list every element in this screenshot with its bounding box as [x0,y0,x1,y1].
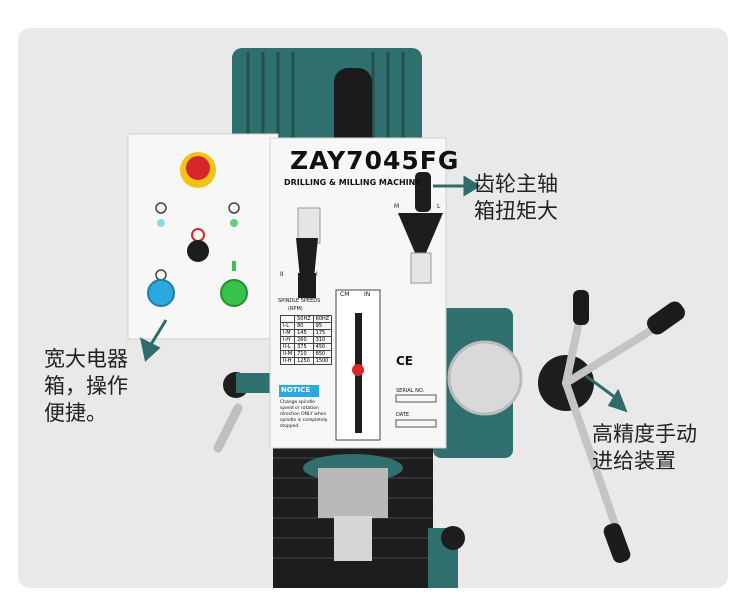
spindle-chuck [318,468,388,518]
drill-mill-machine-illustration [127,48,685,588]
feed-handwheel-dial [447,340,523,416]
speed-table-unit: (RPM) [288,306,303,312]
callout-arrows [139,175,628,413]
serial-label: SERIAL NO. [396,388,425,394]
indicator-light-blue [157,219,165,227]
feed-callout: 高精度手动 进给装置 [592,422,697,473]
rotary-switch [187,240,209,262]
indicator-light-green [230,219,238,227]
ce-mark: CE [396,354,414,368]
notice-title: NOTICE [281,386,311,394]
gearbox-callout: 齿轮主轴 箱扭矩大 [474,172,558,223]
spindle-tip [334,516,372,561]
blue-start-button [147,279,175,307]
scale-cm-label: CM [340,291,350,298]
table-row: 50HZ 60HZ [279,315,333,323]
lever-mark-l: L [437,203,441,210]
notice-text: Change spindle speed or rotation directi… [280,400,328,429]
lever-mark-ii: II [280,271,284,278]
left-gear-lever [296,238,318,278]
lever-mark-m: M [394,203,400,210]
lever-mark-i: I [316,271,318,278]
electrical-box-callout: 宽大电器 箱，操作 便捷。 [44,347,128,425]
machine-subtitle: DRILLING & MILLING MACHINE [284,178,421,187]
product-photo: ZAY7045FG DRILLING & MILLING MACHINE SPI… [18,28,728,588]
notice-header [279,385,319,397]
date-label: DATE [396,412,410,418]
green-start-button [220,279,248,307]
speed-table-title: SPINDLE SPEEDS [278,298,321,304]
emergency-stop-button [186,156,210,180]
model-name: ZAY7045FG [290,146,460,175]
depth-pointer [352,364,364,376]
scale-in-label: IN [364,291,371,298]
right-gear-lever [398,213,443,253]
